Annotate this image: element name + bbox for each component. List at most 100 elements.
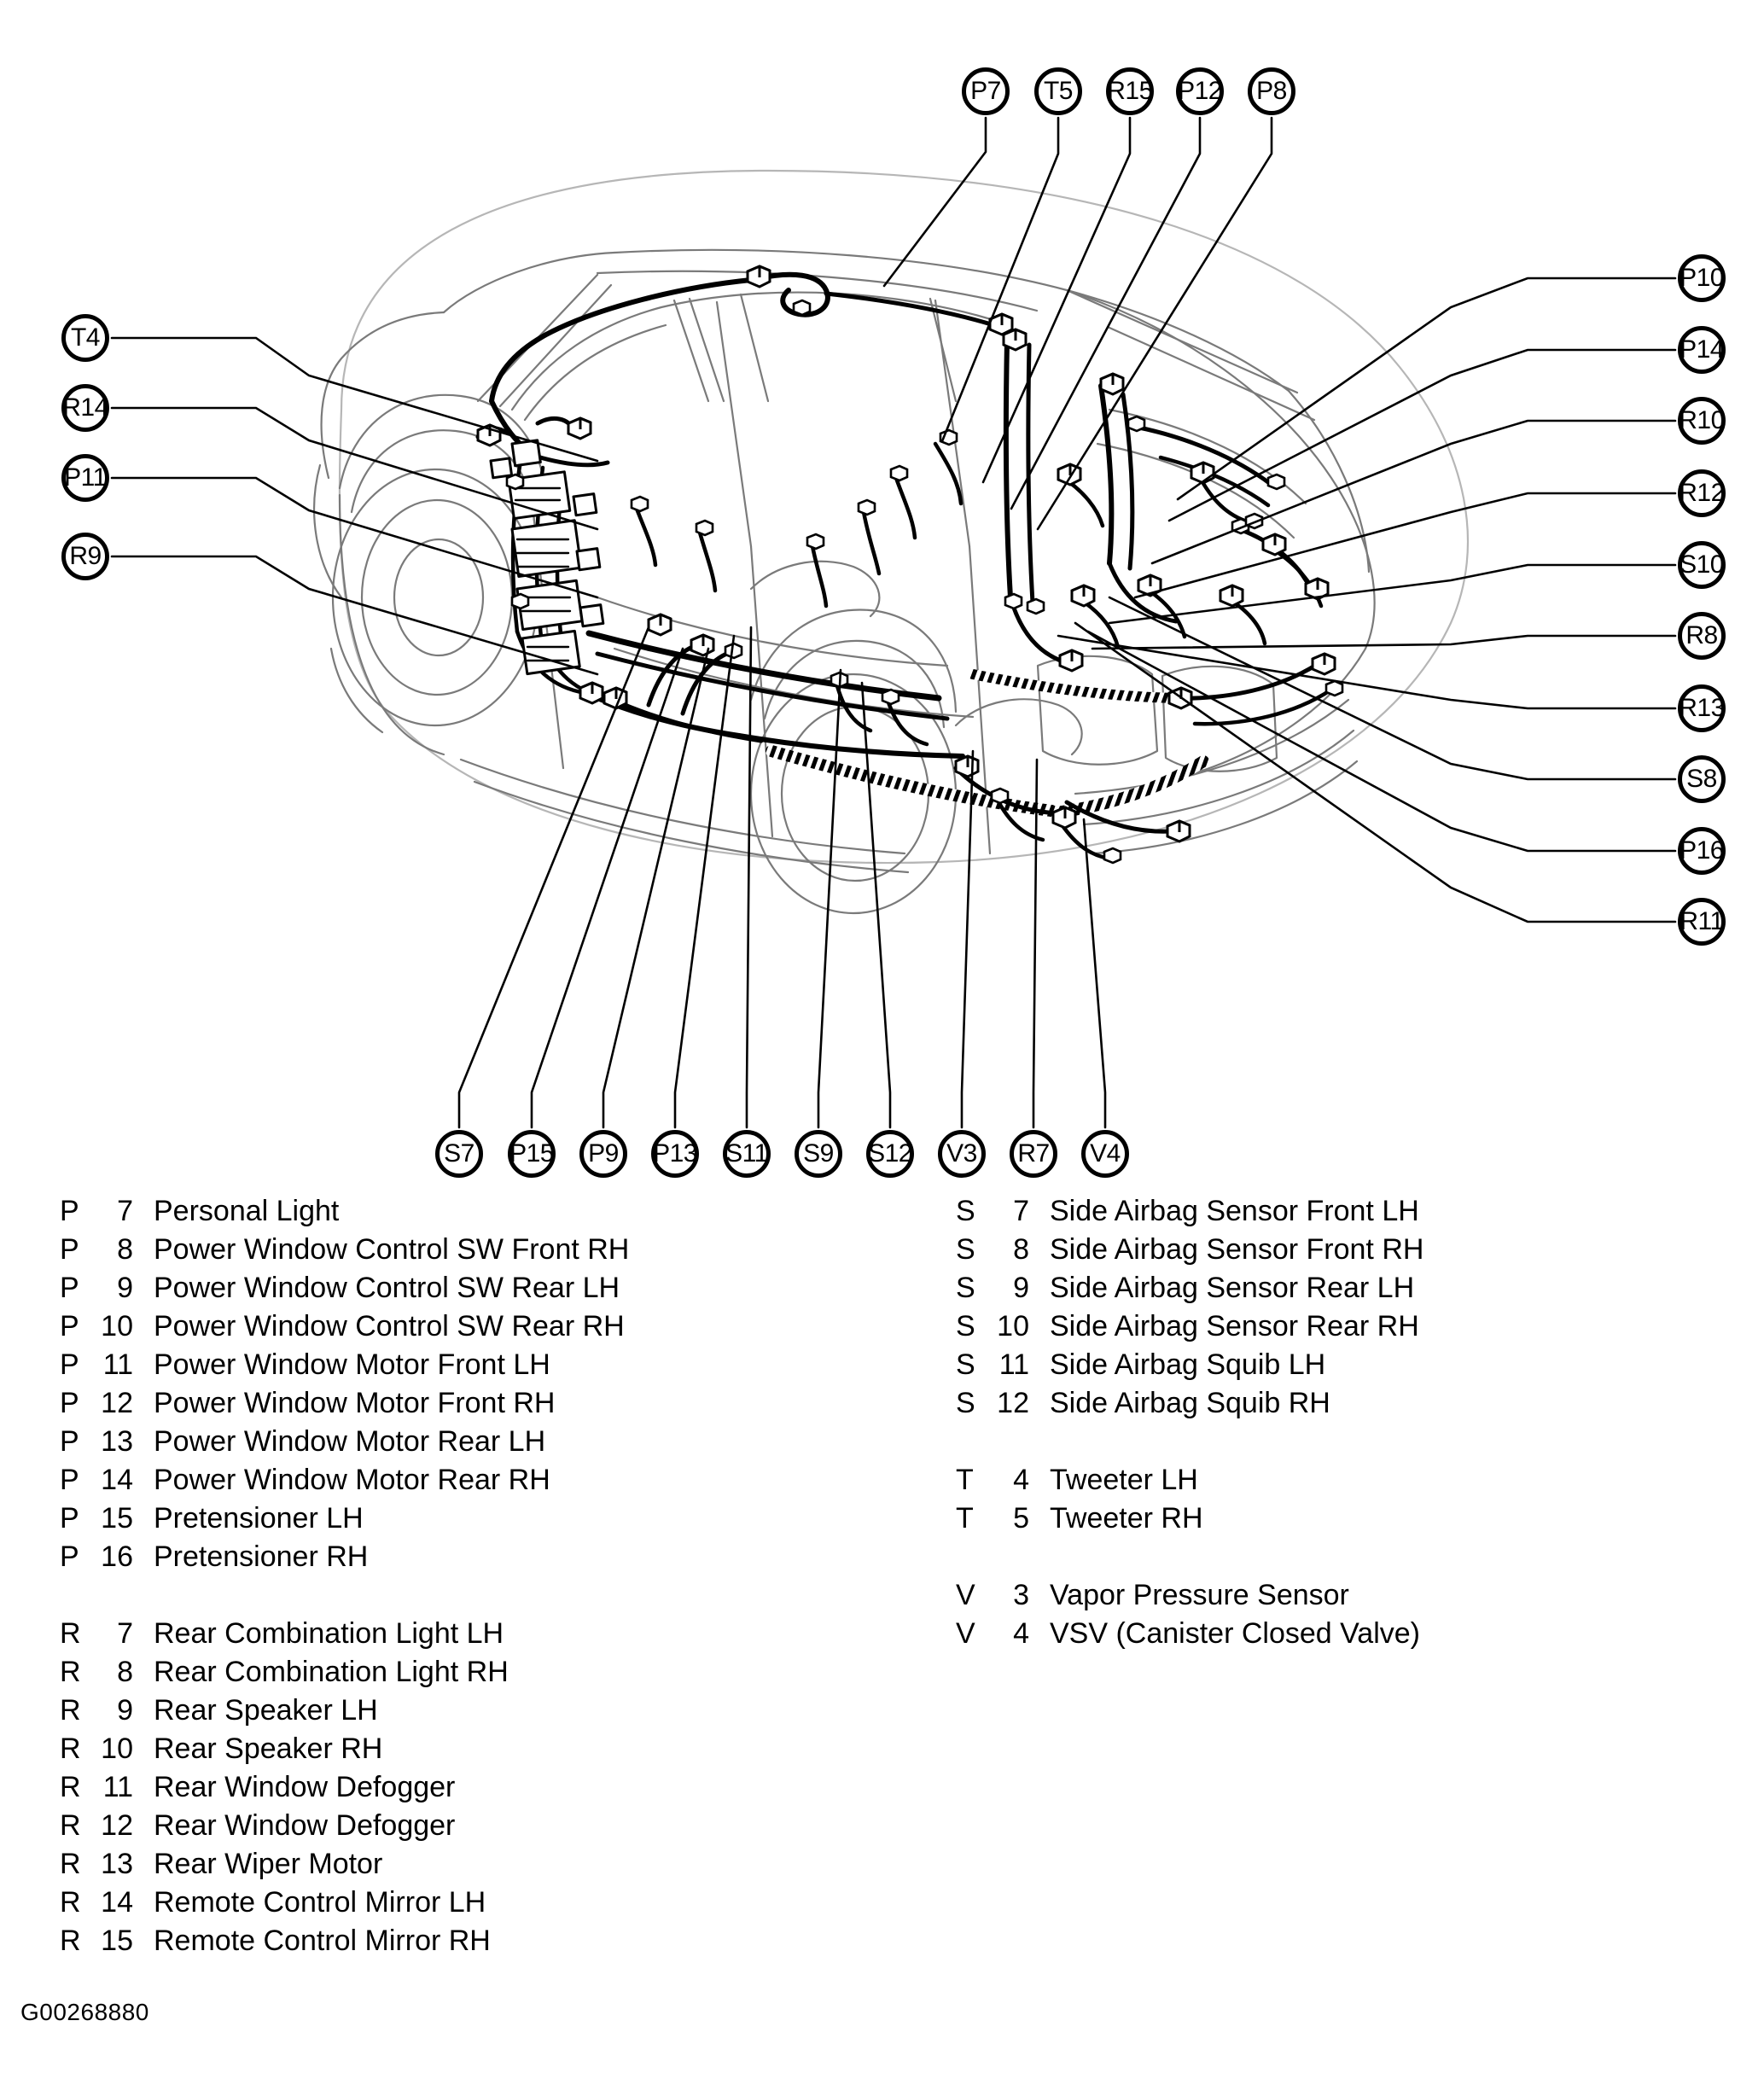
legend-component-label: Power Window Control SW Rear LH — [154, 1272, 620, 1304]
callout-bubble-p9[interactable]: P9 — [579, 1130, 627, 1178]
callout-bubble-r8[interactable]: R8 — [1678, 612, 1726, 660]
legend-spacer — [956, 1425, 1749, 1464]
legend-component-label: Tweeter LH — [1050, 1464, 1198, 1496]
legend-component-label: Side Airbag Sensor Rear RH — [1050, 1310, 1419, 1342]
callout-bubble-p8[interactable]: P8 — [1248, 67, 1295, 115]
vehicle-body-outline — [313, 169, 1470, 915]
callout-bubble-r15[interactable]: R15 — [1106, 67, 1154, 115]
legend-component-label: VSV (Canister Closed Valve) — [1050, 1617, 1420, 1650]
legend-component-label: Rear Speaker RH — [154, 1732, 383, 1765]
legend-row: S 10 Side Airbag Sensor Rear RH — [956, 1310, 1749, 1348]
callout-bubble-p10[interactable]: P10 — [1678, 254, 1726, 302]
callout-bubble-s10[interactable]: S10 — [1678, 541, 1726, 589]
legend-code-number: 9 — [1013, 1272, 1029, 1304]
legend-code-number: 10 — [101, 1732, 133, 1765]
callout-bubble-s8[interactable]: S8 — [1678, 755, 1726, 803]
legend-code-number: 9 — [117, 1272, 133, 1304]
callout-bubble-p14[interactable]: P14 — [1678, 326, 1726, 374]
legend-code-letter: P — [60, 1195, 79, 1227]
legend-code-letter: S — [956, 1387, 975, 1419]
legend-component-label: Pretensioner LH — [154, 1502, 364, 1534]
legend-code-letter: S — [956, 1195, 975, 1227]
callout-leader-lines — [110, 116, 1677, 1129]
callout-bubble-r13[interactable]: R13 — [1678, 684, 1726, 732]
legend-component-label: Rear Speaker LH — [154, 1694, 378, 1727]
callout-bubble-p11[interactable]: P11 — [61, 454, 109, 502]
callout-bubble-r7[interactable]: R7 — [1010, 1130, 1057, 1178]
callout-bubble-p13[interactable]: P13 — [651, 1130, 699, 1178]
legend-component-label: Pretensioner RH — [154, 1540, 369, 1573]
callout-bubble-t5[interactable]: T5 — [1034, 67, 1082, 115]
callout-bubble-v3[interactable]: V3 — [938, 1130, 986, 1178]
callout-bubble-t4[interactable]: T4 — [61, 314, 109, 362]
legend-code-letter: P — [60, 1387, 79, 1419]
legend-component-label: Power Window Motor Rear RH — [154, 1464, 550, 1496]
legend-code-letter: R — [60, 1656, 81, 1688]
legend-row: P 12 Power Window Motor Front RH — [60, 1387, 879, 1425]
legend-code-letter: V — [956, 1617, 975, 1650]
legend-code-number: 13 — [101, 1425, 133, 1458]
legend-code-letter: S — [956, 1272, 975, 1304]
legend-code-letter: R — [60, 1809, 81, 1842]
legend-code-letter: S — [956, 1310, 975, 1342]
legend-code-letter: R — [60, 1925, 81, 1957]
legend-code-number: 5 — [1013, 1502, 1029, 1534]
legend-component-label: Side Airbag Sensor Rear LH — [1050, 1272, 1415, 1304]
callout-bubble-r12[interactable]: R12 — [1678, 469, 1726, 517]
callout-bubble-s11[interactable]: S11 — [723, 1130, 771, 1178]
callout-bubble-r10[interactable]: R10 — [1678, 397, 1726, 445]
callout-bubble-r9[interactable]: R9 — [61, 533, 109, 580]
legend-component-label: Power Window Motor Front RH — [154, 1387, 556, 1419]
legend-component-label: Power Window Control SW Rear RH — [154, 1310, 625, 1342]
legend-code-number: 10 — [997, 1310, 1029, 1342]
legend-code-number: 12 — [101, 1387, 133, 1419]
callout-bubble-s7[interactable]: S7 — [435, 1130, 483, 1178]
legend-component-label: Power Window Motor Rear LH — [154, 1425, 546, 1458]
callout-bubble-v4[interactable]: V4 — [1081, 1130, 1129, 1178]
legend-component-label: Side Airbag Squib RH — [1050, 1387, 1330, 1419]
legend-component-label: Personal Light — [154, 1195, 340, 1227]
legend-code-letter: V — [956, 1579, 975, 1611]
legend-component-label: Rear Window Defogger — [154, 1809, 456, 1842]
legend-component-label: Rear Combination Light RH — [154, 1656, 509, 1688]
legend-code-letter: R — [60, 1848, 81, 1880]
legend-component-label: Remote Control Mirror RH — [154, 1925, 491, 1957]
callout-bubble-s12[interactable]: S12 — [866, 1130, 914, 1178]
legend-code-letter: R — [60, 1617, 81, 1650]
legend-row: S 9 Side Airbag Sensor Rear LH — [956, 1272, 1749, 1310]
legend-code-number: 11 — [998, 1348, 1029, 1381]
legend-code-number: 4 — [1013, 1464, 1029, 1496]
legend-spacer — [60, 1579, 879, 1617]
legend-code-number: 11 — [102, 1348, 133, 1381]
callout-bubble-s9[interactable]: S9 — [795, 1130, 842, 1178]
callout-bubble-p15[interactable]: P15 — [508, 1130, 556, 1178]
callout-bubble-p12[interactable]: P12 — [1176, 67, 1224, 115]
callout-bubble-p7[interactable]: P7 — [962, 67, 1010, 115]
legend-row: R 10 Rear Speaker RH — [60, 1732, 879, 1771]
callout-bubble-p16[interactable]: P16 — [1678, 827, 1726, 875]
callout-bubble-r14[interactable]: R14 — [61, 384, 109, 432]
callout-bubble-r11[interactable]: R11 — [1678, 898, 1726, 946]
legend-component-label: Power Window Motor Front LH — [154, 1348, 550, 1381]
legend-component-label: Remote Control Mirror LH — [154, 1886, 486, 1919]
legend-component-label: Rear Window Defogger — [154, 1771, 456, 1803]
legend-component-label: Side Airbag Squib LH — [1050, 1348, 1326, 1381]
legend-code-letter: R — [60, 1732, 81, 1765]
